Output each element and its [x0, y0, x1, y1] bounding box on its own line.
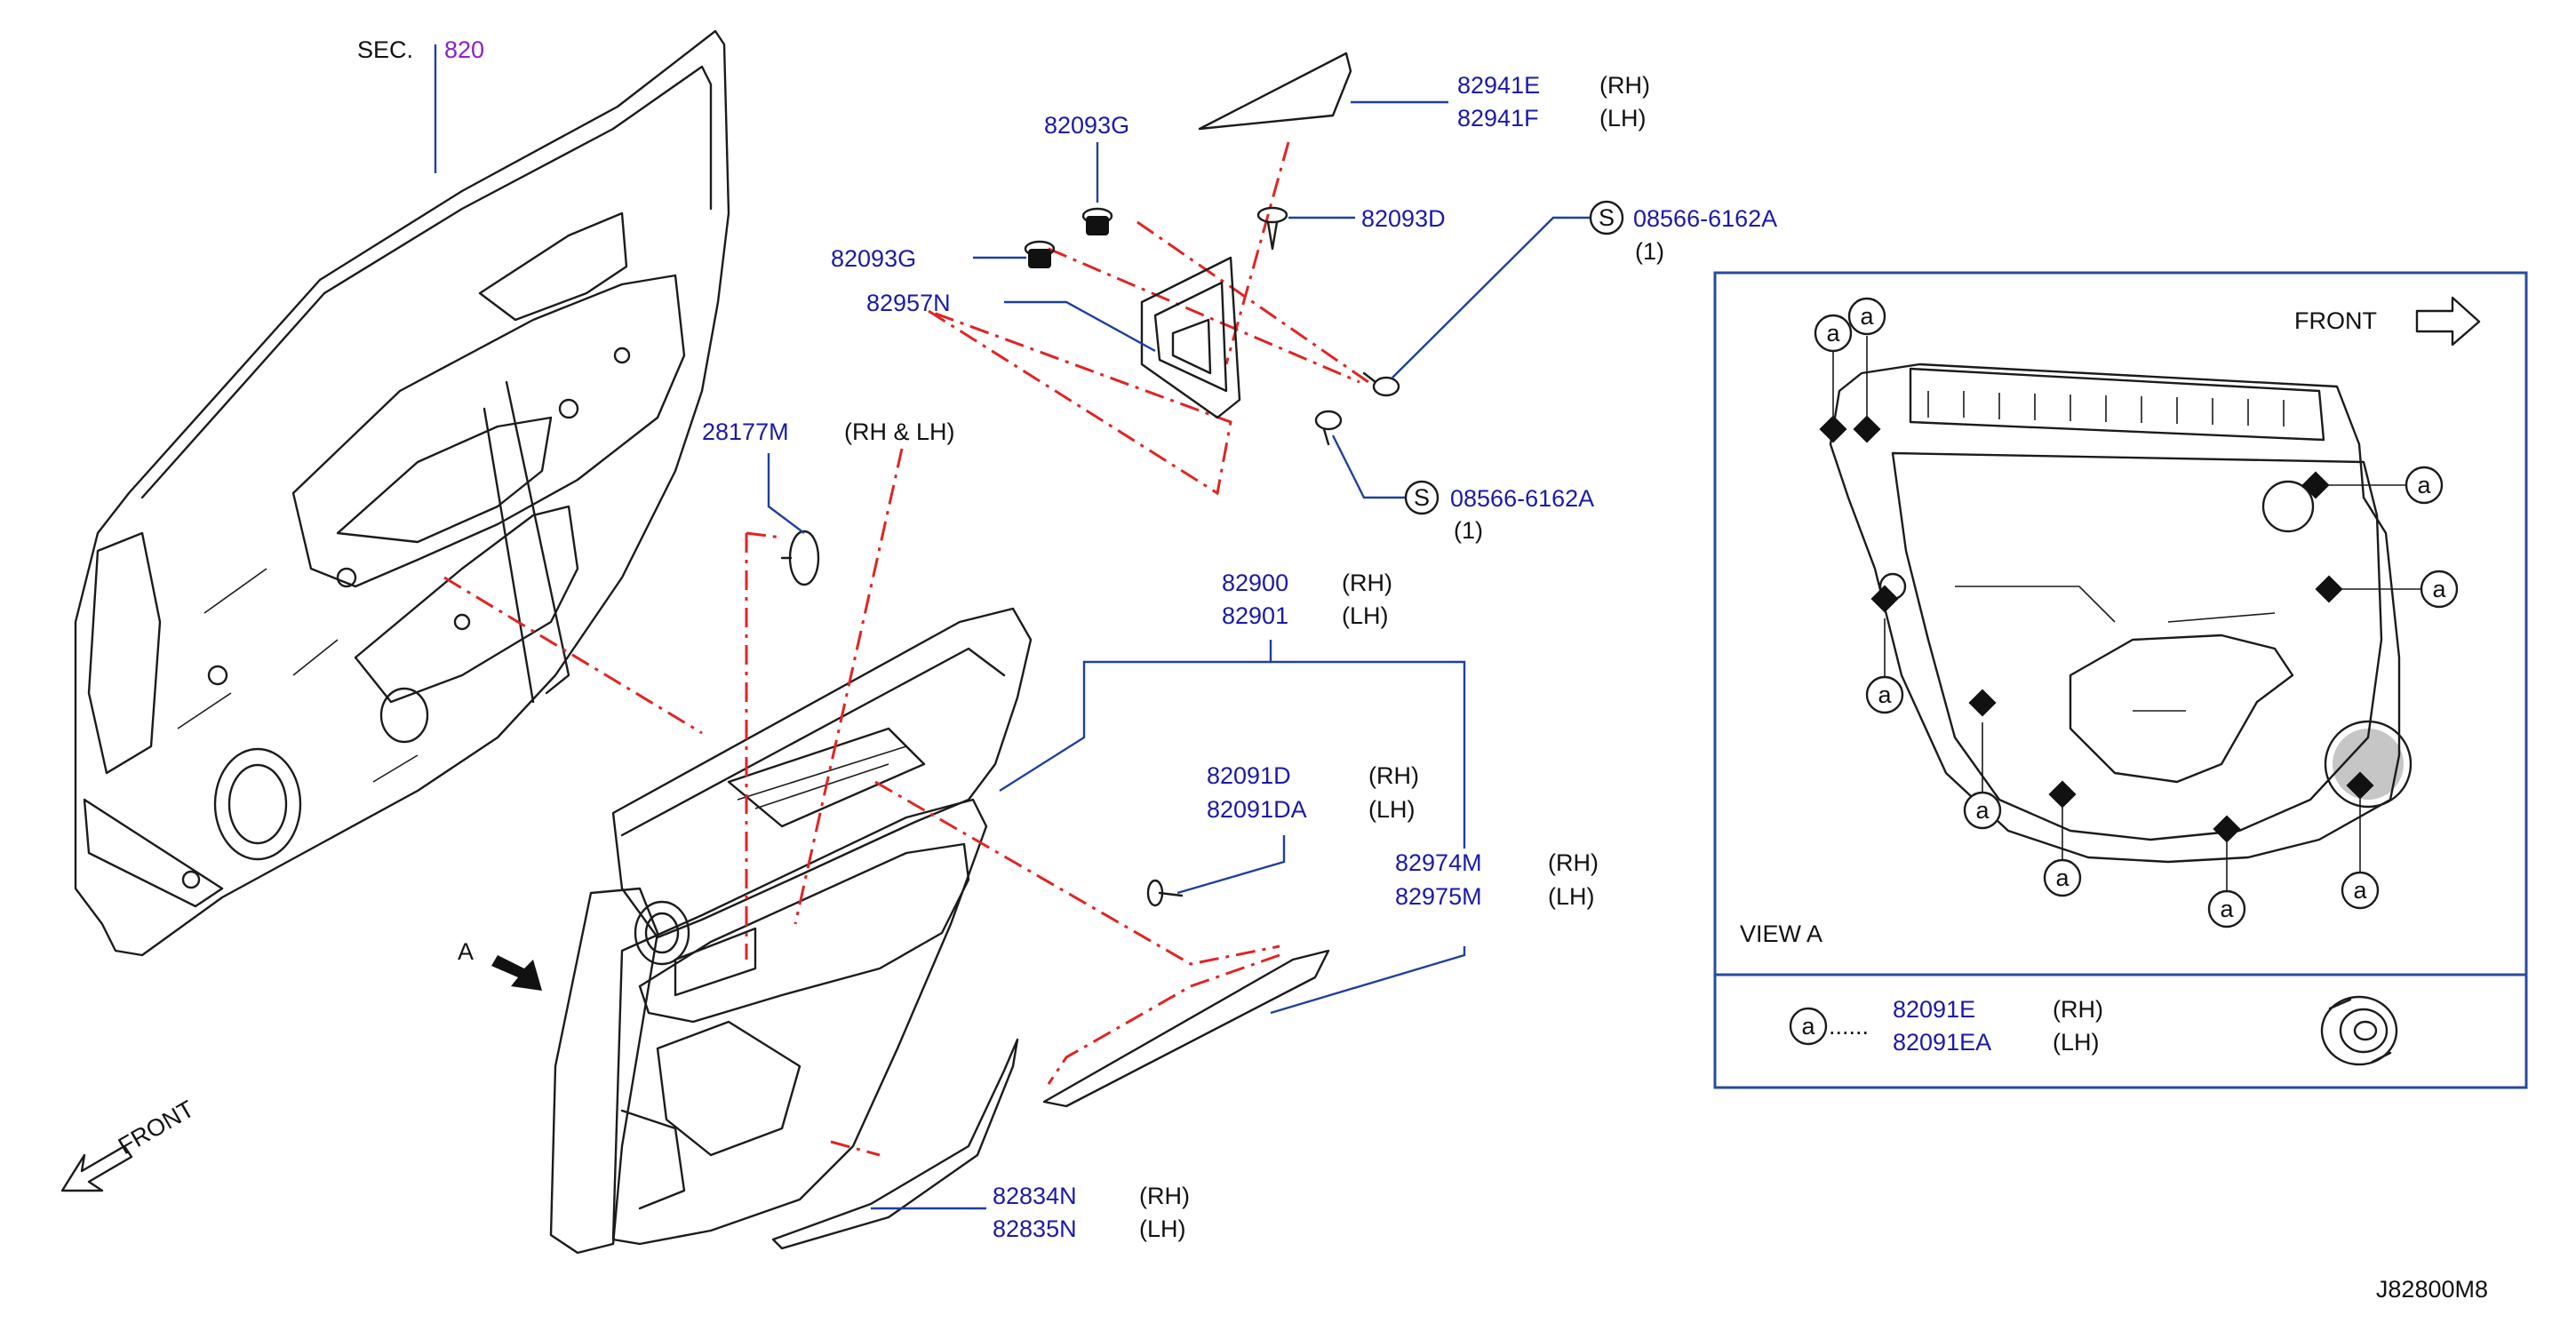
part-82941f-link[interactable]: 82941F — [1457, 105, 1539, 132]
standard-symbol-s: S — [1414, 484, 1430, 511]
callout-a: a — [1975, 797, 1990, 824]
part-82834n-link[interactable]: 82834N — [993, 1183, 1077, 1209]
tag-lh: (LH) — [1548, 883, 1595, 910]
qty-upper: (1) — [1635, 238, 1664, 265]
grommet-28177m — [780, 530, 820, 586]
door-inner-panel — [74, 29, 730, 957]
leader-28177m — [767, 453, 805, 534]
part-08566-upper-link[interactable]: 08566-6162A — [1633, 205, 1777, 232]
front-direction-indicator — [60, 1144, 133, 1192]
clip-82091d — [1146, 879, 1184, 907]
view-a-marker: A — [458, 938, 474, 965]
tag-rh: (RH) — [1368, 762, 1419, 789]
tag-rh: (RH) — [1139, 1183, 1190, 1209]
drawing-code: J82800M8 — [2376, 1276, 2488, 1303]
callout-a: a — [1826, 320, 1840, 347]
tag-lh: (LH) — [1342, 602, 1389, 629]
leader-82900 — [999, 640, 1272, 793]
screw-82093d — [1256, 206, 1288, 251]
screw-08566-upper — [1362, 371, 1400, 397]
door-trim-panel — [549, 607, 1033, 1255]
part-28177m-link[interactable]: 28177M — [702, 418, 789, 445]
view-front-arrow-icon — [2415, 296, 2481, 347]
legend-symbol-circle — [1789, 1007, 1828, 1046]
tag-rh: (RH) — [1599, 72, 1650, 99]
door-trim-strip-82834n — [771, 1038, 1019, 1250]
leader-82974m — [1270, 946, 1466, 1015]
leader-08566-upper — [1392, 216, 1591, 379]
view-clip-markers — [1819, 415, 2374, 843]
bracket-82957n — [1140, 256, 1241, 419]
view-front-label: FRONT — [2294, 307, 2377, 334]
qty-lower: (1) — [1454, 517, 1483, 544]
clip-82091e-icon — [2320, 995, 2398, 1066]
view-a-panel-frame — [1713, 271, 2528, 1089]
part-82900-link[interactable]: 82900 — [1222, 570, 1288, 596]
leader-82091d — [1176, 835, 1286, 895]
part-82093g-left-link[interactable]: 82093G — [831, 245, 916, 272]
callout-a: a — [2353, 877, 2367, 904]
standard-part-symbol — [1589, 200, 1624, 235]
tag-rh: (RH) — [1548, 849, 1599, 876]
standard-symbol-s: S — [1599, 204, 1615, 231]
callout-a: a — [2417, 472, 2431, 498]
part-82091e-link[interactable]: 82091E — [1893, 996, 1975, 1023]
part-82093d-link[interactable]: 82093D — [1361, 205, 1446, 232]
part-82974m-link[interactable]: 82974M — [1395, 849, 1482, 876]
leader-82957n — [1004, 300, 1156, 353]
view-direction-arrow — [491, 955, 542, 991]
clip-callouts — [1814, 297, 2459, 928]
tag-lh: (LH) — [1139, 1215, 1186, 1242]
tag-lh: (LH) — [1599, 105, 1647, 132]
part-82091da-link[interactable]: 82091DA — [1207, 796, 1307, 823]
assembly-phantom-lines — [443, 141, 1369, 1157]
leader-82900-branch — [1271, 660, 1466, 849]
leader-08566-lower — [1331, 434, 1406, 499]
section-label: SEC. — [357, 36, 413, 63]
part-82957n-link[interactable]: 82957N — [866, 290, 951, 316]
part-82093g-top-link[interactable]: 82093G — [1044, 112, 1129, 139]
armrest-pad-82974m — [1042, 949, 1330, 1108]
trim-back-view — [1829, 363, 2413, 864]
legend-dots: ...... — [1829, 1013, 1869, 1040]
callout-a: a — [2432, 576, 2446, 602]
standard-part-symbol — [1404, 480, 1440, 515]
callout-a: a — [2220, 896, 2234, 922]
part-82835n-link[interactable]: 82835N — [993, 1215, 1077, 1242]
front-label: FRONT — [114, 1096, 199, 1160]
clip-82093g-left — [1024, 240, 1056, 268]
tag-rh: (RH) — [1342, 570, 1392, 596]
part-82901-link[interactable]: 82901 — [1222, 602, 1288, 629]
clip-82093g-top — [1081, 207, 1113, 235]
part-82091ea-link[interactable]: 82091EA — [1893, 1029, 1991, 1056]
callout-a: a — [1860, 303, 1874, 330]
note-rh-lh: (RH & LH) — [844, 418, 955, 445]
tag-lh: (LH) — [1368, 796, 1416, 823]
tag-lh: (LH) — [2053, 1029, 2100, 1056]
tag-rh: (RH) — [2053, 996, 2103, 1023]
callout-a: a — [2055, 865, 2070, 891]
view-a-title: VIEW A — [1740, 921, 1822, 947]
clip-callout-letters: a a a a a a a a a — [1826, 303, 2446, 922]
part-82975m-link[interactable]: 82975M — [1395, 883, 1482, 910]
part-82091d-link[interactable]: 82091D — [1207, 762, 1291, 789]
section-number-link[interactable]: 820 — [444, 36, 484, 63]
part-82941e-link[interactable]: 82941E — [1457, 72, 1540, 99]
callout-a: a — [1878, 681, 1892, 708]
part-08566-lower-link[interactable]: 08566-6162A — [1450, 485, 1594, 512]
legend-symbol: a — [1801, 1013, 1815, 1040]
screw-08566-lower — [1314, 410, 1343, 446]
corner-finisher-82941 — [1198, 52, 1352, 131]
